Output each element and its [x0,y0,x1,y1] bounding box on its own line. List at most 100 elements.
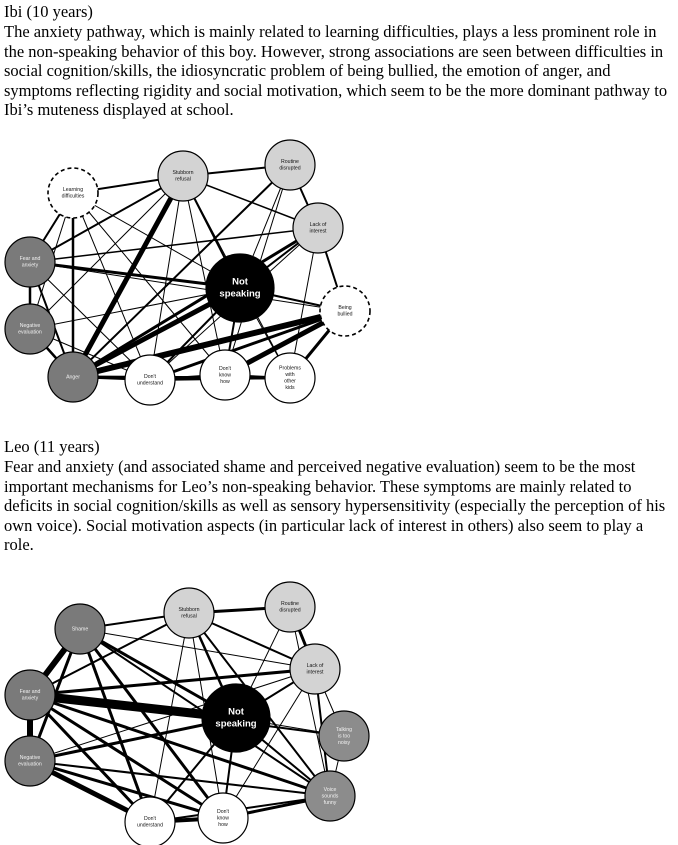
edge-anger-lack [71,226,320,379]
edge-shame-dontund [78,627,152,824]
node-label: Talking [336,727,352,733]
edge-fear-talking [29,694,345,737]
node-label: speaking [215,718,256,729]
node-circle [264,352,316,404]
case-description-leo: Fear and anxiety (and associated shame a… [4,457,666,555]
node-label: noisy [338,740,351,746]
node-label: Learning [63,187,83,193]
node-shame: Shame [54,603,106,655]
node-anger: Anger [47,351,99,403]
edge-fear-dontund [28,693,152,824]
edge-stubborn-dontund [149,175,184,381]
node-circle [201,683,271,753]
node-circle [292,202,344,254]
edge-anger-stubborn [70,173,186,380]
node-circle [157,150,209,202]
edge-negeval-lack [29,668,316,762]
node-label: refusal [175,177,191,183]
node-label: interest [309,229,327,235]
edge-fear-notspeak [28,260,242,290]
node-label: Not [232,277,249,288]
node-label: Voice [324,787,337,793]
network-diagram-leo: StubbornrefusalRoutinedisruptedShameLack… [4,581,370,845]
node-circle [4,303,56,355]
node-label: Don't [219,366,232,372]
node-circle [124,796,176,845]
node-circle [4,735,56,787]
node-label: anxiety [22,696,39,702]
node-circle [163,587,215,639]
edge-negeval-stubborn [29,175,184,330]
node-label: Lack of [310,222,327,228]
edge-fear-stubborn [29,175,184,263]
node-label: know [219,372,231,378]
edge-learning-dontund [72,192,151,381]
edge-bullied-dontund [148,309,347,382]
node-label: Routine [281,601,299,607]
node-circle [304,770,356,822]
node-label: evaluation [18,762,42,768]
case-heading-leo: Leo (11 years) [4,437,100,456]
node-label: sounds [322,793,339,799]
node-label: Not [228,707,245,718]
case-description-ibi: The anxiety pathway, which is mainly rel… [4,22,668,120]
node-label: Don't [144,816,157,822]
edge-lack-dontknow [222,668,316,819]
leo-section: Leo (11 years) Fear and anxiety (and ass… [4,437,676,555]
edge-anger-bullied [70,308,348,380]
edge-anger-routine [72,164,291,378]
edge-fear-lack [28,667,317,697]
node-label: kids [285,385,295,391]
node-label: Negative [20,323,41,329]
node-label: funny [324,800,337,806]
edge-negeval-voice [29,760,331,797]
edge-fear-voice [28,693,332,798]
node-label: refusal [181,614,197,620]
node-label: Don't [144,374,157,380]
node-circle [289,643,341,695]
edge-fear-bullied [29,261,346,312]
node-circle [47,351,99,403]
node-label: with [285,372,294,378]
node-label: Fear and [20,256,41,262]
node-label: how [218,822,228,828]
edge-fear-stubborn [29,612,190,696]
node-label: anxiety [22,263,39,269]
node-circle [319,285,371,337]
ibi-section: Ibi (10 years) The anxiety pathway, whic… [4,2,676,120]
edge-shame-dontknow [78,627,225,820]
node-label: Being [338,305,351,311]
node-circle [318,710,370,762]
node-label: Stubborn [172,170,193,176]
node-label: Problems [279,366,301,372]
edge-stubborn-dontund [149,612,190,823]
node-label: evaluation [18,330,42,336]
node-circle [4,669,56,721]
node-label: how [220,379,230,385]
node-label: is too [338,733,351,739]
edge-stubborn-dontknow [182,175,226,376]
node-circle [264,139,316,191]
node-label: know [217,815,229,821]
node-label: Routine [281,159,299,165]
node-circle [264,581,316,633]
node-label: understand [137,381,163,387]
